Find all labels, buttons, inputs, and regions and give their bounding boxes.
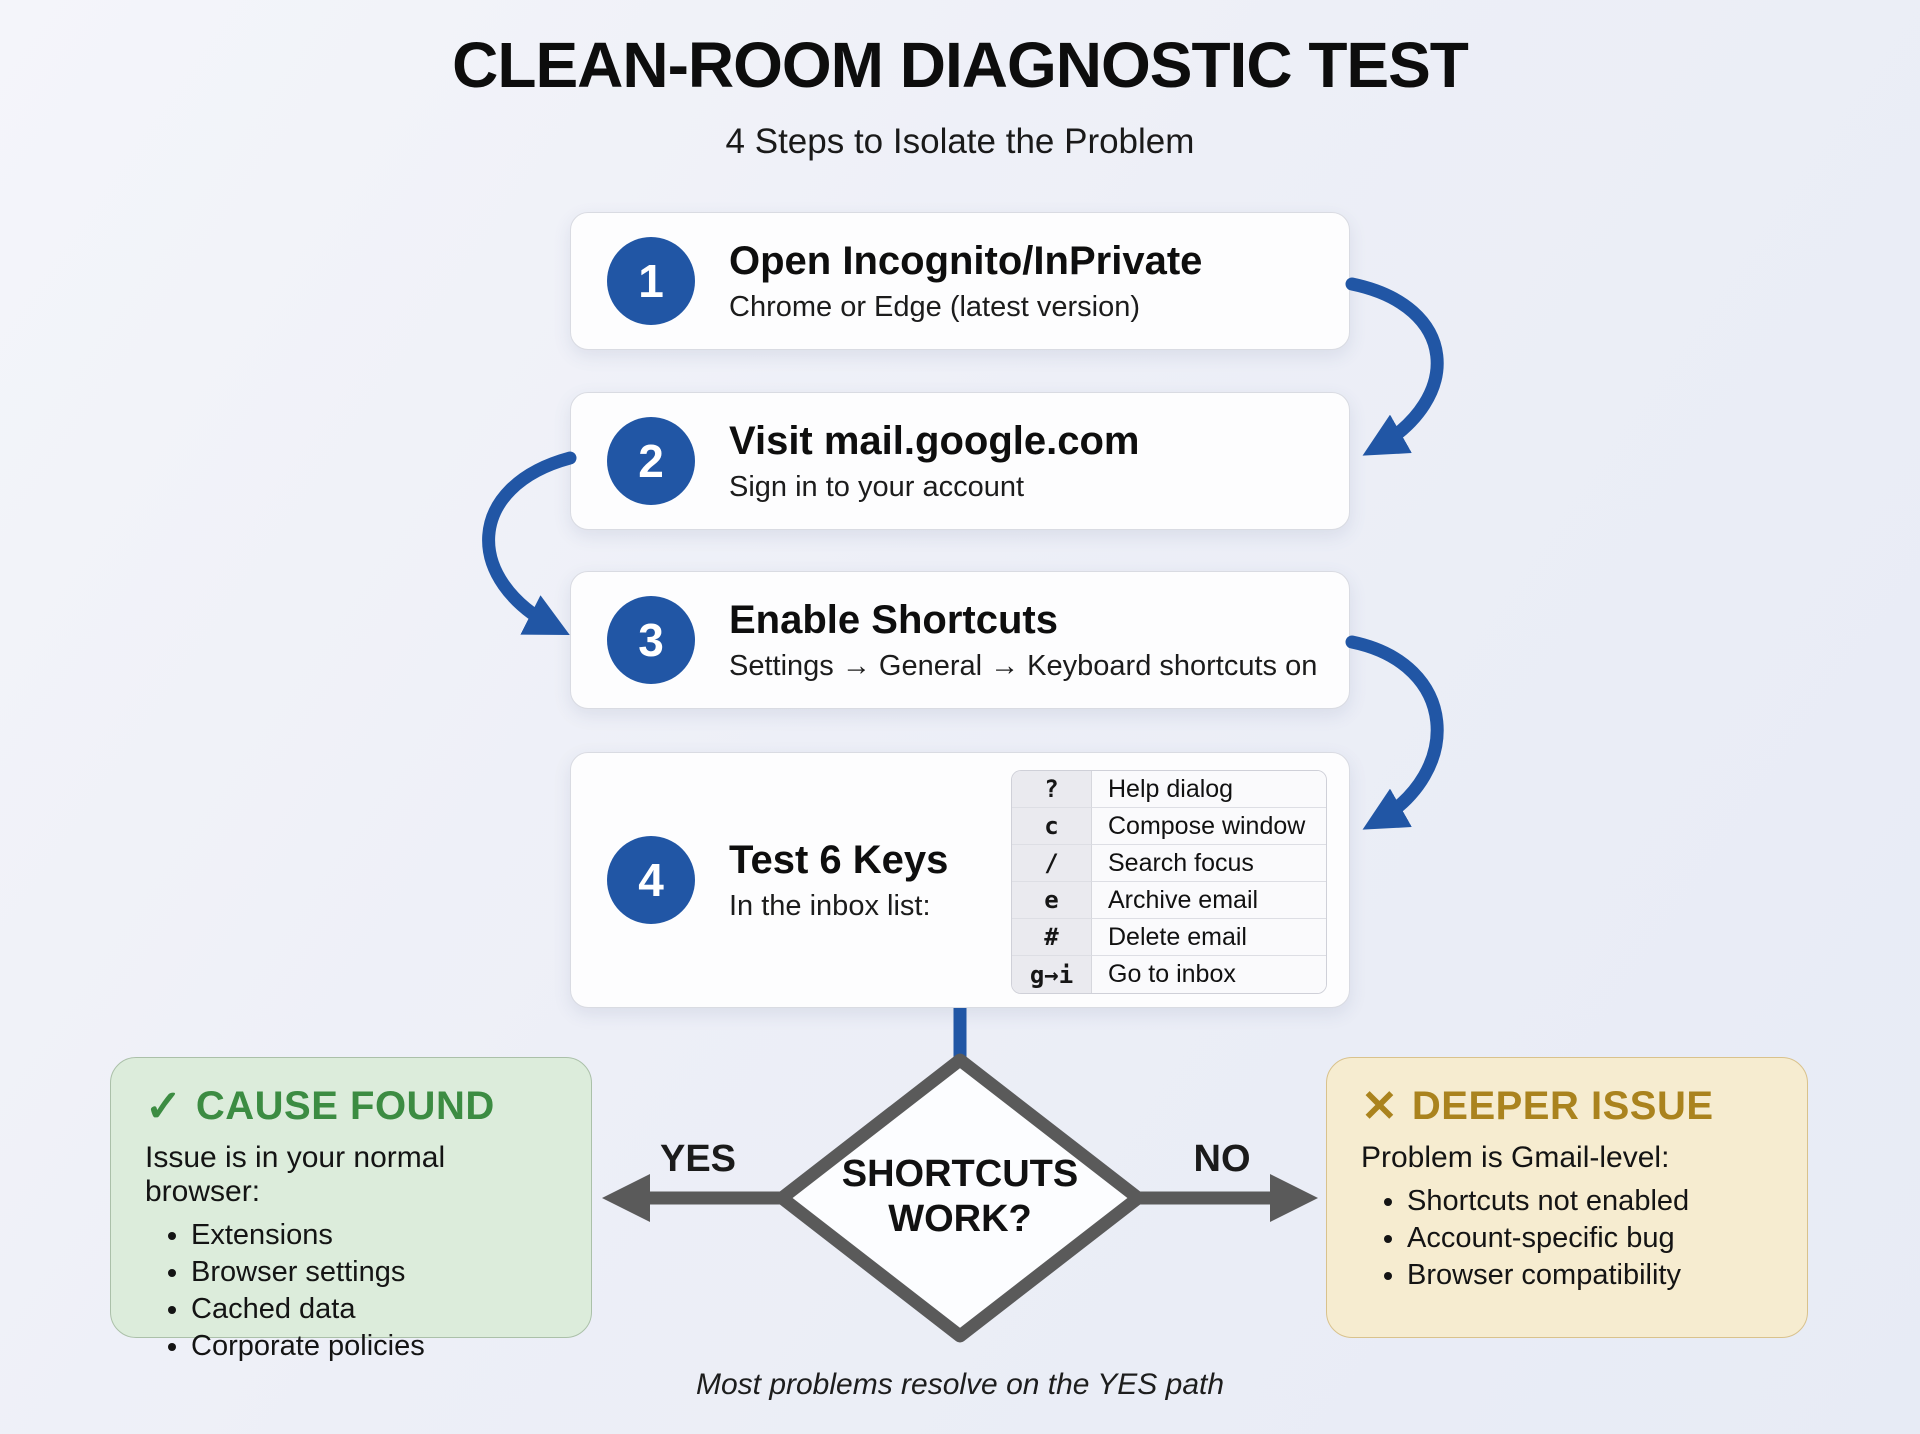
step-subtitle: Chrome or Edge (latest version): [729, 291, 1140, 324]
step-card-4: 4 Test 6 Keys In the inbox list: ? Help …: [570, 752, 1350, 1008]
step-card-2: 2 Visit mail.google.com Sign in to your …: [570, 392, 1350, 530]
outcome-title: DEEPER ISSUE: [1411, 1084, 1714, 1128]
step-number-badge: 3: [607, 596, 695, 684]
decision-question-line2: WORK?: [888, 1197, 1032, 1240]
shortcut-action: Help dialog: [1092, 771, 1326, 808]
step-card-1: 1 Open Incognito/InPrivate Chrome or Edg…: [570, 212, 1350, 350]
shortcut-row: e Archive email: [1012, 882, 1326, 919]
step-subtitle: In the inbox list:: [729, 890, 931, 923]
step-card-3: 3 Enable Shortcuts Settings → General → …: [570, 571, 1350, 709]
shortcut-action: Delete email: [1092, 919, 1326, 956]
footer-note: Most problems resolve on the YES path: [695, 1368, 1225, 1401]
outcome-bullet: Corporate policies: [191, 1328, 557, 1365]
outcome-bullet-list: Extensions Browser settings Cached data …: [191, 1217, 557, 1365]
shortcut-action: Search focus: [1092, 845, 1326, 882]
shortcut-key: ?: [1012, 771, 1092, 808]
shortcut-row: # Delete email: [1012, 919, 1326, 956]
outcome-bullet: Cached data: [191, 1291, 557, 1328]
arrow-step1-to-step2: [1345, 277, 1444, 456]
shortcut-row: g→i Go to inbox: [1012, 956, 1326, 993]
shortcut-action: Go to inbox: [1092, 956, 1326, 993]
no-arrow-head: [1270, 1174, 1318, 1222]
shortcut-row: ? Help dialog: [1012, 771, 1326, 808]
outcome-intro: Issue is in your normal browser:: [145, 1141, 446, 1208]
outcome-bullet: Shortcuts not enabled: [1407, 1183, 1773, 1220]
shortcut-key: e: [1012, 882, 1092, 919]
outcome-bullet: Account-specific bug: [1407, 1220, 1773, 1257]
step-title: Test 6 Keys: [729, 837, 949, 882]
outcome-bullet: Extensions: [191, 1217, 557, 1254]
step-title: Enable Shortcuts: [729, 597, 1058, 642]
outcome-title: CAUSE FOUND: [195, 1084, 495, 1128]
outcome-cause-found: ✓ CAUSE FOUND Issue is in your normal br…: [110, 1057, 592, 1362]
page-title: CLEAN-ROOM DIAGNOSTIC TEST: [452, 29, 1469, 101]
arrow-step3-to-step4: [1345, 635, 1444, 830]
shortcut-action: Archive email: [1092, 882, 1326, 919]
decision-question-line1: SHORTCUTS: [841, 1153, 1079, 1195]
outcome-bullet-list: Shortcuts not enabled Account-specific b…: [1407, 1183, 1773, 1294]
shortcut-table: ? Help dialog c Compose window / Search …: [1011, 770, 1327, 994]
arrow-step2-to-step3: [482, 451, 577, 636]
step-number-badge: 1: [607, 237, 695, 325]
step-subtitle: Settings → General → Keyboard shortcuts …: [729, 650, 1318, 683]
outcome-deeper-issue: ✕ DEEPER ISSUE Problem is Gmail-level: S…: [1326, 1057, 1808, 1338]
step-title: Open Incognito/InPrivate: [729, 238, 1203, 283]
step-subtitle: Sign in to your account: [729, 471, 1025, 504]
outcome-bullet: Browser compatibility: [1407, 1257, 1773, 1294]
step-number-badge: 2: [607, 417, 695, 505]
shortcut-key: g→i: [1012, 956, 1092, 993]
yes-branch-label: YES: [659, 1138, 737, 1180]
no-branch-label: NO: [1193, 1138, 1251, 1180]
outcome-intro: Problem is Gmail-level:: [1361, 1141, 1670, 1174]
shortcut-row: / Search focus: [1012, 845, 1326, 882]
step-number-badge: 4: [607, 836, 695, 924]
cross-icon: ✕: [1361, 1081, 1398, 1131]
outcome-bullet: Browser settings: [191, 1254, 557, 1291]
shortcut-action: Compose window: [1092, 808, 1326, 845]
check-icon: ✓: [145, 1081, 182, 1131]
shortcut-key: #: [1012, 919, 1092, 956]
yes-arrow-head: [602, 1174, 650, 1222]
step-title: Visit mail.google.com: [729, 418, 1140, 463]
shortcut-key: c: [1012, 808, 1092, 845]
decision-question: SHORTCUTS WORK?: [810, 1152, 1110, 1242]
page-subtitle: 4 Steps to Isolate the Problem: [725, 122, 1195, 161]
shortcut-key: /: [1012, 845, 1092, 882]
shortcut-row: c Compose window: [1012, 808, 1326, 845]
